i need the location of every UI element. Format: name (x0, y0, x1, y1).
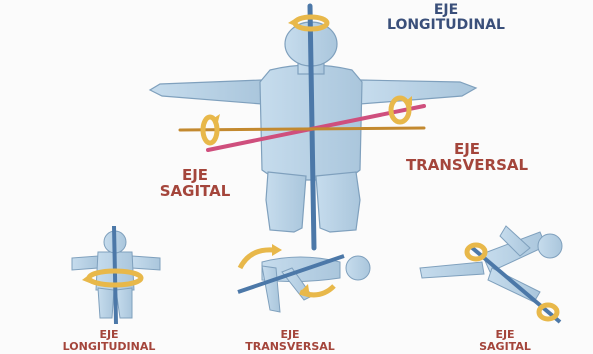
main-left-arm (150, 80, 262, 104)
label-transversal-main-line2: TRANSVERSAL (392, 158, 542, 174)
label-longitudinal-bottom-line2: LONGITUDINAL (44, 341, 174, 353)
main-right-leg (316, 172, 360, 232)
figure-longitudinal (72, 226, 160, 324)
label-longitudinal-bottom: EJE LONGITUDINAL (44, 329, 174, 352)
label-transversal-bottom: EJE TRANSVERSAL (220, 329, 360, 352)
label-longitudinal-main-line1: EJE (368, 3, 524, 18)
label-longitudinal-main-line2: LONGITUDINAL (368, 18, 524, 33)
label-transversal-bottom-line1: EJE (220, 329, 360, 341)
label-transversal-main: EJE TRANSVERSAL (392, 142, 542, 174)
main-left-leg (266, 172, 306, 232)
label-sagital-bottom-line2: SAGITAL (460, 341, 550, 353)
figure-transversal (238, 244, 370, 312)
label-sagital-main: EJE SAGITAL (140, 168, 250, 200)
figure-sagital (420, 226, 562, 322)
main-right-arm (360, 80, 476, 104)
label-longitudinal-main: EJE LONGITUDINAL (368, 3, 524, 32)
label-transversal-bottom-line2: TRANSVERSAL (220, 341, 360, 353)
label-sagital-main-line2: SAGITAL (140, 184, 250, 200)
label-longitudinal-bottom-line1: EJE (44, 329, 174, 341)
label-sagital-bottom: EJE SAGITAL (460, 329, 550, 352)
label-sagital-bottom-line1: EJE (460, 329, 550, 341)
